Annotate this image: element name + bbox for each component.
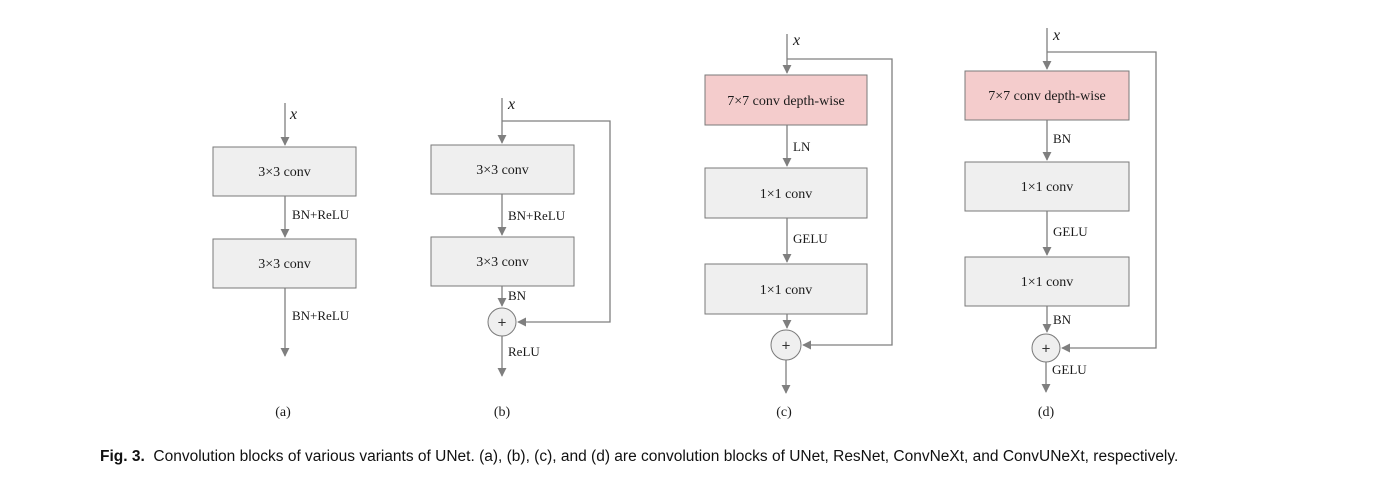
- caption-text: Convolution blocks of various variants o…: [153, 448, 1179, 465]
- block-b-conv-box-2: [430, 236, 575, 287]
- block-d-pointwise-conv-box-1: [964, 161, 1130, 212]
- block-a-label-bn-relu-2: BN+ReLU: [292, 308, 350, 323]
- caption-label: Fig. 3.: [100, 448, 145, 465]
- block-d-pointwise-conv-1-label: 1×1 conv: [1021, 180, 1074, 195]
- block-d-depthwise-conv-box: [964, 70, 1130, 121]
- block-c-add-symbol: +: [782, 338, 791, 355]
- block-a-input-x: x: [289, 106, 297, 123]
- block-c-pointwise-conv-2-label: 1×1 conv: [760, 283, 813, 298]
- block-d-input-x: x: [1052, 27, 1060, 44]
- block-c-label-gelu: GELU: [793, 231, 828, 246]
- block-b-label-bn: BN: [508, 288, 527, 303]
- block-b-input-x: x: [507, 96, 515, 113]
- block-c-pointwise-conv-1-label: 1×1 conv: [760, 187, 813, 202]
- block-c-pointwise-conv-box-1: [704, 167, 868, 219]
- block-c-input-x: x: [792, 32, 800, 49]
- block-c-depthwise-conv-box: [704, 74, 868, 126]
- block-a-conv-box-1-label: 3×3 conv: [258, 165, 311, 180]
- block-d-sublabel: (d): [1038, 405, 1055, 420]
- block-d-label-bn-1: BN: [1053, 131, 1072, 146]
- block-d-label-bn-2: BN: [1053, 312, 1072, 327]
- block-c-pointwise-conv-box-2: [704, 263, 868, 315]
- block-c-depthwise-conv-label: 7×7 conv depth-wise: [727, 94, 845, 109]
- block-d-add-symbol: +: [1042, 341, 1051, 358]
- block-a-conv-box-2: [212, 238, 357, 289]
- block-b-conv-box-1-label: 3×3 conv: [476, 163, 529, 178]
- block-d-pointwise-conv-2-label: 1×1 conv: [1021, 275, 1074, 290]
- block-c-convnext: x 7×7 conv depth-wise LN 1×1 conv GELU 1…: [704, 32, 893, 420]
- block-b-add-symbol: +: [498, 315, 507, 332]
- block-a-unet: x 3×3 conv BN+ReLU 3×3 conv BN+ReLU (a): [212, 103, 357, 420]
- block-c-sublabel: (c): [776, 405, 792, 420]
- block-c-skip-connection: [787, 58, 893, 350]
- block-d-label-gelu-2: GELU: [1052, 362, 1087, 377]
- block-a-sublabel: (a): [275, 405, 291, 420]
- block-b-sublabel: (b): [494, 405, 511, 420]
- block-a-label-bn-relu-1: BN+ReLU: [292, 207, 350, 222]
- block-b-label-bn-relu: BN+ReLU: [508, 208, 566, 223]
- block-d-label-gelu-1: GELU: [1053, 224, 1088, 239]
- block-b-conv-box-2-label: 3×3 conv: [476, 255, 529, 270]
- block-d-depthwise-conv-label: 7×7 conv depth-wise: [988, 89, 1106, 104]
- block-b-skip-connection: [502, 120, 611, 327]
- figure-caption: Fig. 3. Convolution blocks of various va…: [100, 448, 1380, 466]
- block-b-conv-box-1: [430, 144, 575, 195]
- block-d-convunext: x 7×7 conv depth-wise BN 1×1 conv GELU 1…: [964, 27, 1157, 420]
- block-d-skip-connection: [1047, 51, 1157, 353]
- block-d-pointwise-conv-box-2: [964, 256, 1130, 307]
- block-a-conv-box-2-label: 3×3 conv: [258, 257, 311, 272]
- block-b-label-relu: ReLU: [508, 344, 540, 359]
- block-b-resnet: x 3×3 conv BN+ReLU 3×3 conv BN + ReLU (b…: [430, 96, 611, 420]
- block-c-label-ln: LN: [793, 139, 811, 154]
